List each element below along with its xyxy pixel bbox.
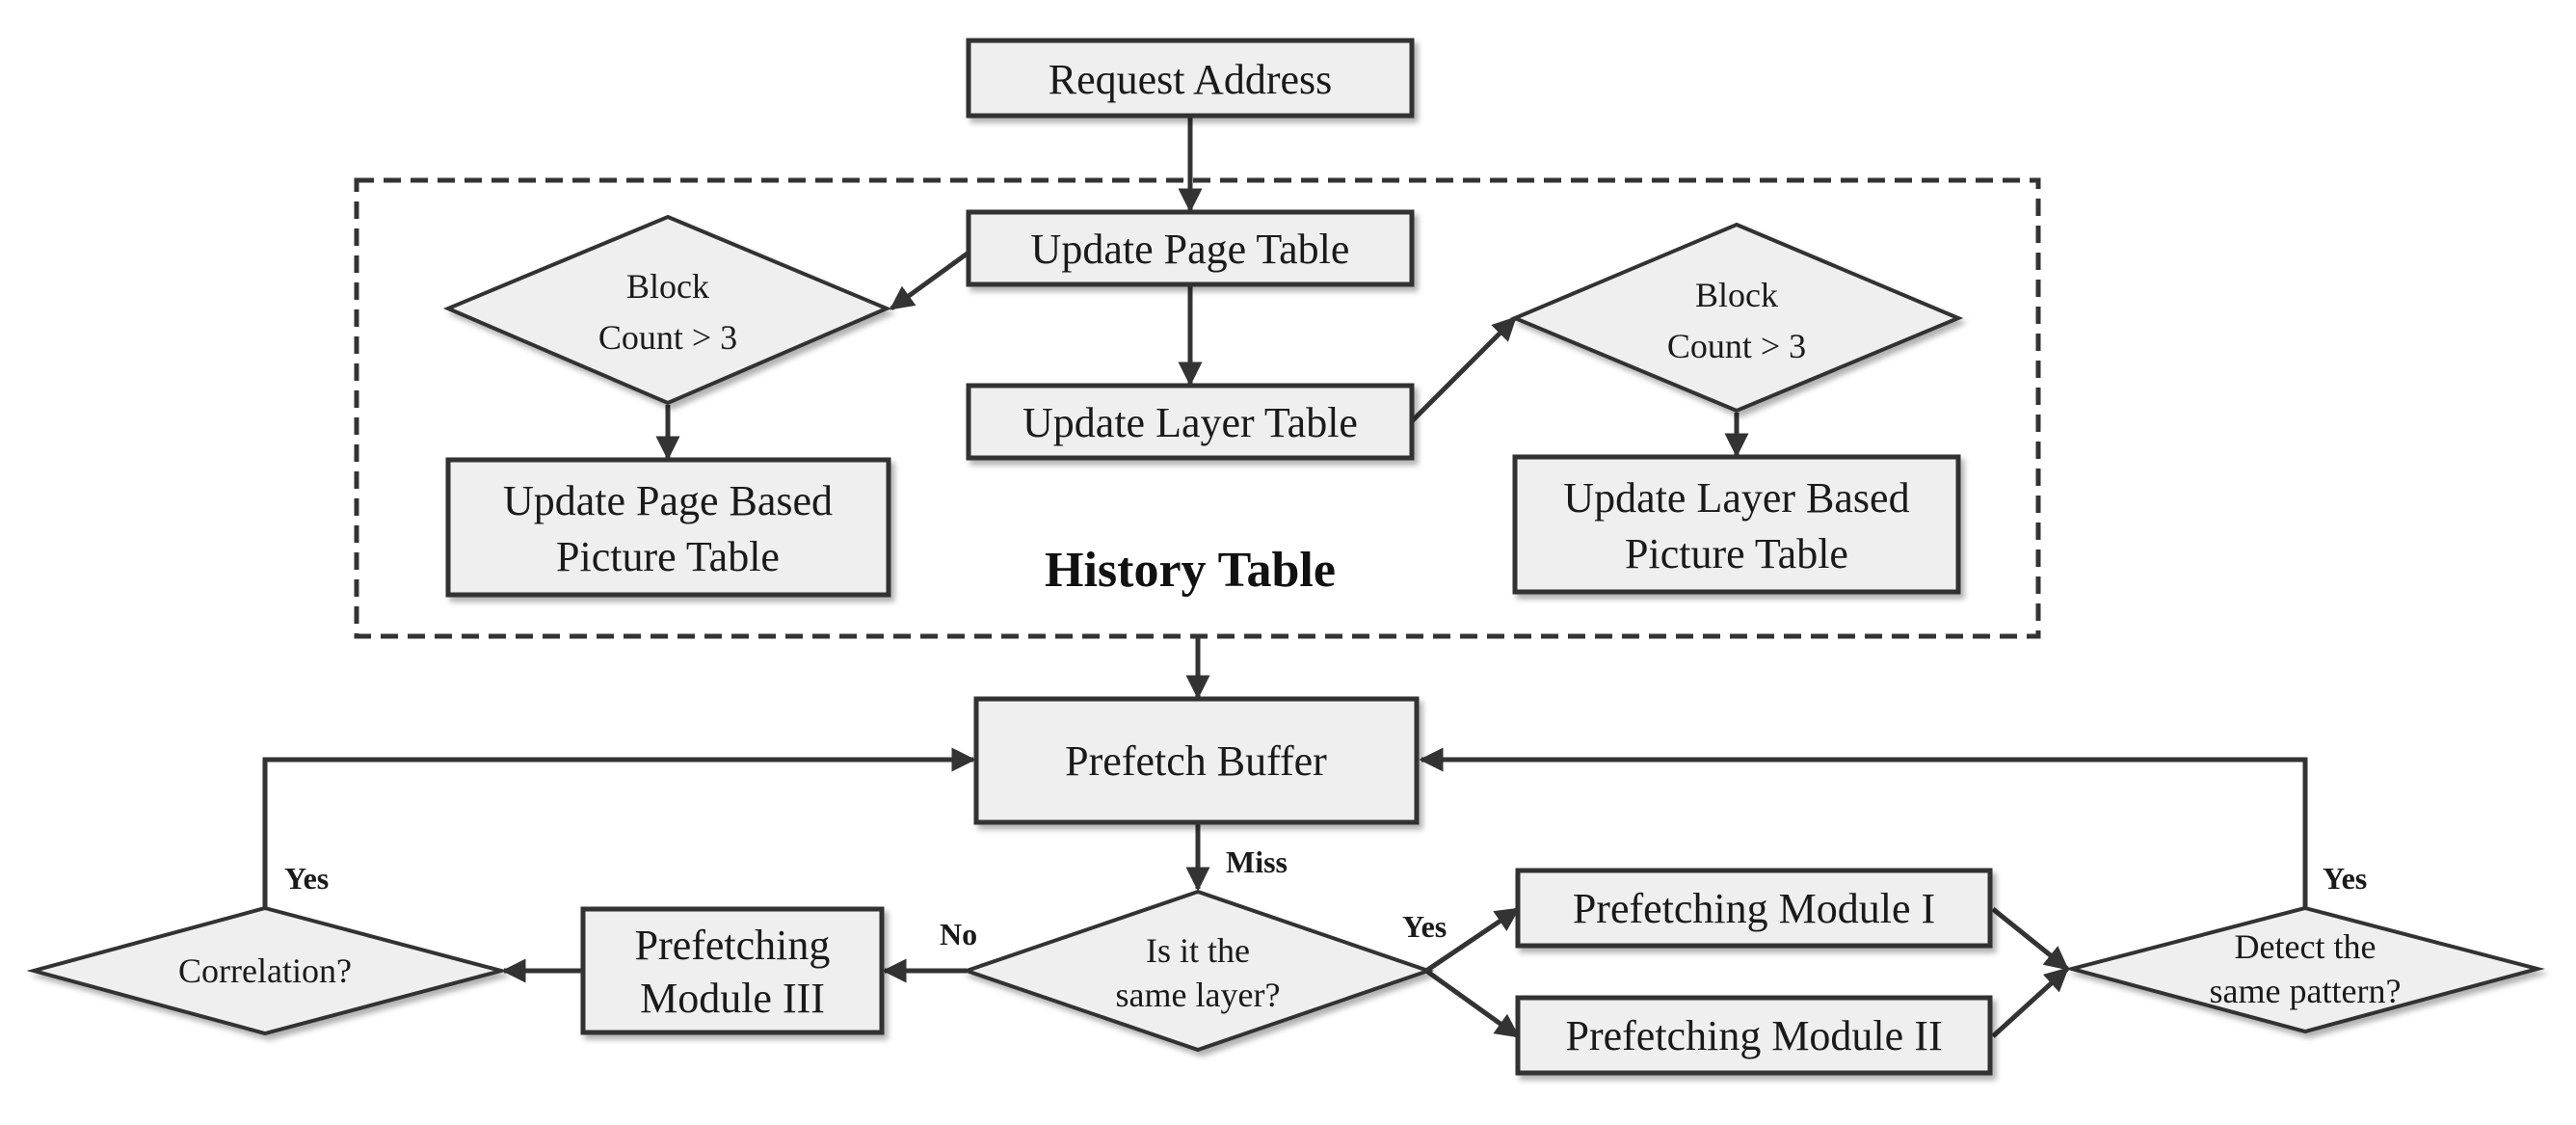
edge-label-miss: Miss <box>1226 844 1288 879</box>
module-3-line-1: Prefetching <box>635 922 831 969</box>
page-picture-table-box: Update Page Based Picture Table <box>445 457 891 598</box>
edge-same-layer-to-module-1 <box>1424 906 1521 974</box>
module-1-label: Prefetching Module I <box>1573 885 1935 932</box>
block-count-left-line-1: Block <box>626 267 709 306</box>
module-3-box: Prefetching Module III <box>580 906 885 1035</box>
page-picture-table-line-2: Picture Table <box>556 533 780 580</box>
page-picture-table-line-1: Update Page Based <box>503 477 833 524</box>
edge-layer-table-to-block-count-right <box>1410 316 1517 423</box>
module-2-box: Prefetching Module II <box>1515 995 1993 1076</box>
edge-label-yes-pattern: Yes <box>2323 861 2367 896</box>
same-layer-decision: Is it the same layer? <box>960 889 1435 1053</box>
correlation-label: Correlation? <box>178 951 352 990</box>
same-layer-line-2: same layer? <box>1116 976 1281 1014</box>
edge-correlation-yes-to-buffer <box>262 747 976 908</box>
prefetch-buffer-box: Prefetch Buffer <box>973 696 1420 825</box>
same-pattern-line-2: same pattern? <box>2210 972 2402 1010</box>
request-address-box: Request Address <box>966 38 1415 119</box>
module-1-box: Prefetching Module I <box>1515 868 1993 949</box>
layer-picture-table-box: Update Layer Based Picture Table <box>1512 454 1961 595</box>
block-count-left-line-2: Count > 3 <box>598 318 737 357</box>
module-3-line-2: Module III <box>640 975 825 1022</box>
block-count-right-line-2: Count > 3 <box>1667 327 1806 365</box>
module-2-label: Prefetching Module II <box>1566 1012 1943 1059</box>
same-layer-line-1: Is it the <box>1146 931 1250 970</box>
correlation-decision: Correlation? <box>26 905 509 1036</box>
edge-label-yes-layer: Yes <box>1402 909 1447 944</box>
history-table-title: History Table <box>1045 543 1336 598</box>
block-count-left-decision: Block Count > 3 <box>442 214 892 406</box>
layer-picture-table-line-2: Picture Table <box>1625 530 1848 577</box>
edge-same-layer-to-module-2 <box>1424 968 1521 1039</box>
request-address-label: Request Address <box>1049 56 1333 103</box>
edge-label-yes-correlation: Yes <box>284 861 329 896</box>
edge-page-table-to-block-count-left <box>889 250 970 311</box>
same-pattern-decision: Detect the same pattern? <box>2064 905 2545 1034</box>
prefetch-buffer-label: Prefetch Buffer <box>1065 737 1327 785</box>
same-pattern-line-1: Detect the <box>2235 927 2377 966</box>
edge-module-2-to-same-pattern <box>1991 967 2069 1038</box>
update-page-table-box: Update Page Table <box>966 209 1415 287</box>
edge-module-1-to-same-pattern <box>1991 907 2069 971</box>
layer-picture-table-line-1: Update Layer Based <box>1563 474 1909 522</box>
edge-label-no: No <box>940 917 977 951</box>
block-count-right-line-1: Block <box>1695 276 1778 314</box>
update-layer-table-label: Update Layer Table <box>1022 399 1358 446</box>
block-count-right-decision: Block Count > 3 <box>1509 222 1964 414</box>
update-layer-table-box: Update Layer Table <box>966 383 1415 461</box>
edge-same-pattern-yes-to-buffer <box>1419 747 2308 908</box>
update-page-table-label: Update Page Table <box>1031 226 1350 273</box>
